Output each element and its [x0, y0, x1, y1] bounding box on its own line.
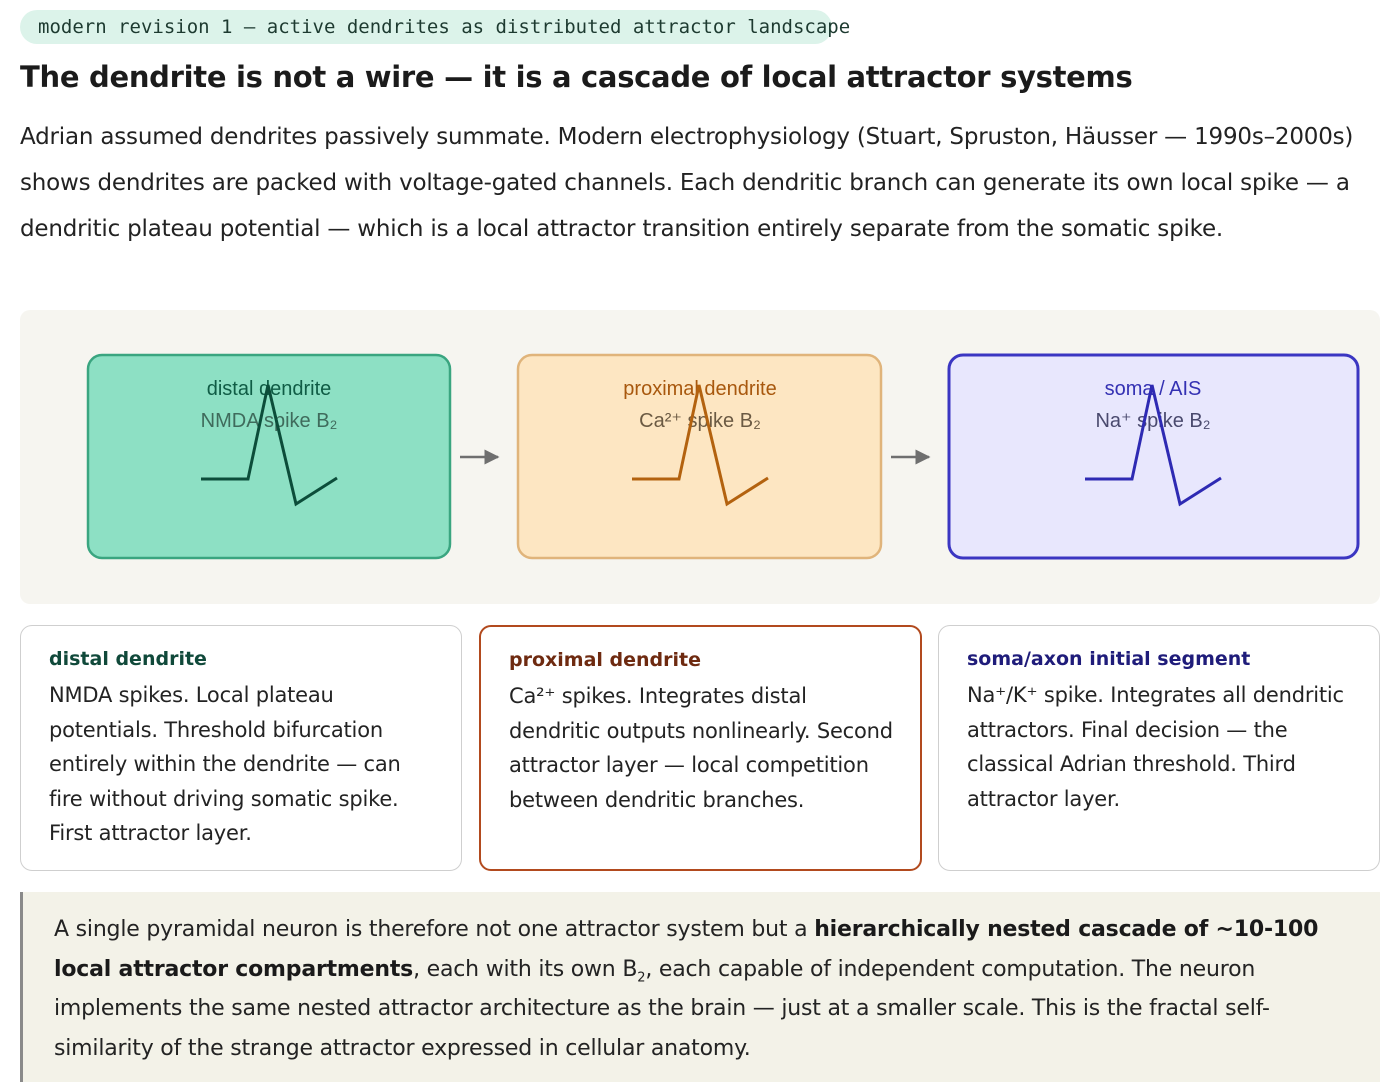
callout-subscript: 2 — [637, 969, 646, 985]
card-soma-axon: soma/axon initial segment Na⁺/K⁺ spike. … — [938, 625, 1380, 871]
proximal-spike-trace — [632, 384, 769, 507]
node-distal-dendrite: distal dendrite NMDA spike B₂ — [86, 353, 452, 560]
node-proximal-sublabel: Ca²⁺ spike B₂ — [639, 410, 761, 432]
card-distal-title: distal dendrite — [49, 648, 207, 670]
card-soma-title: soma/axon initial segment — [967, 648, 1251, 670]
distal-spike-trace — [201, 384, 338, 507]
diagram-svg: distal dendrite NMDA spike B₂ proximal d… — [86, 353, 1360, 560]
soma-spike-trace — [1085, 384, 1222, 507]
node-proximal-dendrite: proximal dendrite Ca²⁺ spike B₂ — [516, 353, 883, 560]
callout-text-2: , each with its own B — [413, 956, 638, 982]
summary-callout: A single pyramidal neuron is therefore n… — [20, 892, 1380, 1082]
node-soma-box — [947, 353, 1360, 560]
card-proximal-dendrite: proximal dendrite Ca²⁺ spikes. Integrate… — [479, 625, 922, 871]
card-proximal-title: proximal dendrite — [509, 649, 702, 671]
node-proximal-box — [516, 353, 883, 560]
callout-text-3: , each capable of independent computatio… — [54, 956, 1270, 1061]
page-title: The dendrite is not a wire — it is a cas… — [20, 60, 1133, 94]
card-distal-dendrite: distal dendrite NMDA spikes. Local plate… — [20, 625, 462, 871]
card-proximal-body: Ca²⁺ spikes. Integrates distal dendritic… — [509, 684, 893, 812]
card-distal-body: NMDA spikes. Local plateau potentials. T… — [49, 683, 401, 845]
node-distal-box — [86, 353, 452, 560]
card-soma-body: Na⁺/K⁺ spike. Integrates all dendritic a… — [967, 683, 1344, 811]
callout-text-1: A single pyramidal neuron is therefore n… — [54, 917, 815, 942]
node-distal-sublabel: NMDA spike B₂ — [201, 410, 338, 432]
intro-paragraph: Adrian assumed dendrites passively summa… — [20, 124, 1354, 242]
node-soma-sublabel: Na⁺ spike B₂ — [1095, 410, 1210, 432]
node-soma-ais: soma / AIS Na⁺ spike B₂ — [947, 353, 1360, 560]
callout-bold: hierarchically nested cascade of ~10-100… — [54, 917, 1319, 982]
compartment-diagram: distal dendrite NMDA spike B₂ proximal d… — [20, 310, 1380, 604]
section-badge: modern revision 1 — active dendrites as … — [20, 10, 850, 44]
